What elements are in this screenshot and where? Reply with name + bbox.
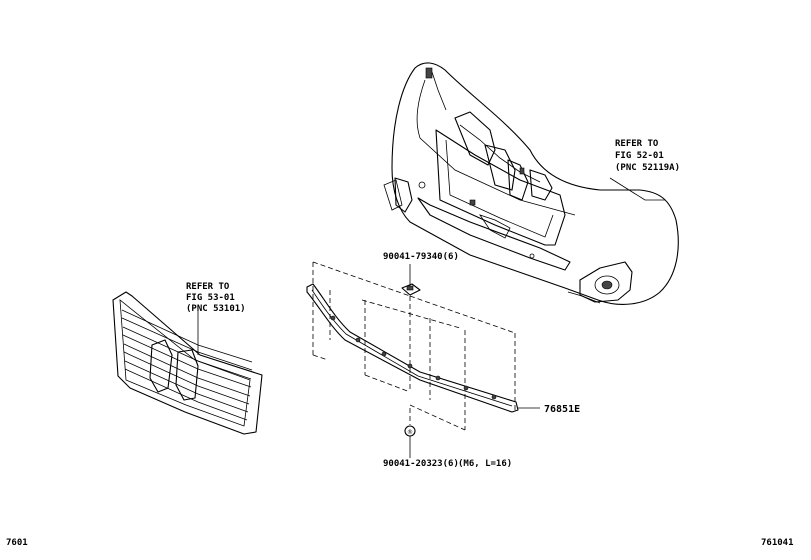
bumper-pnc-label: (PNC 52119A): [615, 163, 680, 173]
grille-refer-label: REFER TO: [186, 282, 230, 292]
figure-code-right: 761041: [761, 538, 794, 548]
grille-pnc-label: (PNC 53101): [186, 304, 246, 314]
front-bumper-cover: [383, 62, 679, 305]
grille-fig-label: FIG 53-01: [186, 293, 235, 303]
front-bumper-molding: [306, 283, 540, 413]
bumper-refer-label: REFER TO: [615, 139, 659, 149]
radiator-grille: [112, 291, 263, 435]
bumper-fig-label: FIG 52-01: [615, 151, 664, 161]
installation-guide-lines: [312, 261, 516, 431]
screw-part: ®: [404, 425, 416, 458]
screw-spec-label: (M6, L=16): [458, 459, 512, 469]
clip-part-label: 90041-79340(6): [383, 252, 459, 262]
figure-code-left: 7601: [6, 538, 28, 548]
molding-part-label: 76851E: [544, 404, 580, 415]
screw-head-icon: ®: [407, 429, 413, 436]
screw-part-label: 90041-20323(6): [383, 459, 459, 469]
clip-part: [401, 264, 421, 296]
